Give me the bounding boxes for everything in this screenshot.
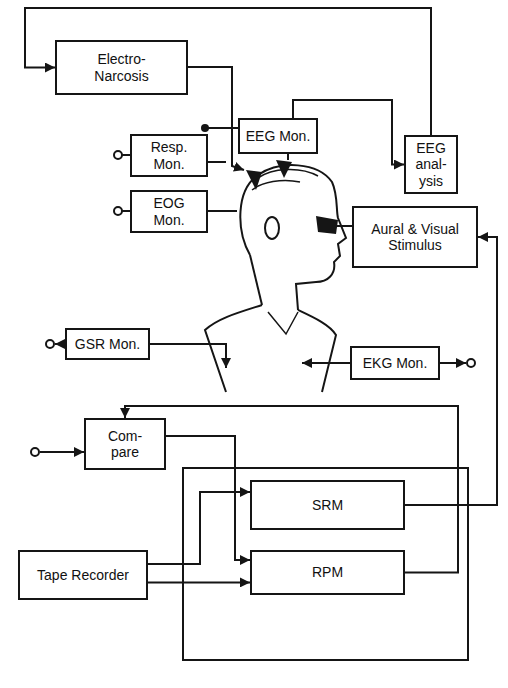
electrode [246, 170, 262, 190]
signal-connector [125, 406, 458, 573]
collar-line [268, 312, 298, 334]
node-label: EEG anal- ysis [411, 140, 451, 188]
node-label: EEG Mon. [246, 128, 311, 144]
resp-lead [208, 161, 226, 163]
terminal-wire [55, 343, 65, 345]
wiring-frame [183, 468, 468, 660]
eeg-lead [205, 127, 238, 129]
signal-connector [148, 492, 250, 564]
recorder-box: Tape Recorder [18, 550, 148, 600]
node-label: Electro- Narcosis [86, 51, 158, 83]
neck-line [250, 255, 262, 305]
goggle-wire [337, 225, 352, 227]
monitor-box: EOG Mon. [130, 190, 208, 233]
monitor-box: GSR Mon. [65, 328, 150, 360]
node-label: Com- pare [103, 428, 147, 460]
terminal [114, 207, 122, 215]
terminal-wire [122, 210, 130, 212]
compare-box: Com- pare [84, 418, 166, 470]
goggle [316, 216, 338, 234]
ear [265, 217, 279, 239]
head-outline [240, 165, 346, 310]
terminal-wire [440, 362, 466, 364]
node-label: EKG Mon. [363, 355, 428, 371]
shoulder-line [298, 310, 336, 392]
signal-connector [166, 436, 250, 560]
stimulus-box: Aural & Visual Stimulus [352, 206, 478, 268]
ekg-lead [302, 362, 350, 364]
node-label: EOG Mon. [145, 195, 193, 227]
process-box: RPM [250, 550, 405, 595]
analysis-box: EEG anal- ysis [404, 135, 458, 194]
monitor-box: EKG Mon. [350, 346, 440, 380]
electrode [276, 160, 292, 178]
terminal [467, 359, 475, 367]
terminal-wire [122, 154, 130, 156]
eog-lead [208, 210, 237, 212]
terminal [114, 151, 122, 159]
node-label: Aural & Visual Stimulus [361, 221, 469, 253]
process-box: Electro- Narcosis [55, 40, 188, 95]
node-label: SRM [312, 497, 343, 513]
terminal [31, 448, 39, 456]
terminal-wire [40, 451, 84, 453]
terminal [46, 340, 54, 348]
gsr-lead [150, 344, 226, 368]
signal-connector [25, 8, 431, 135]
monitor-box: Resp. Mon. [130, 134, 208, 177]
eeg-lead [287, 154, 289, 160]
node-label: Tape Recorder [37, 567, 129, 583]
monitor-box: EEG Mon. [238, 118, 318, 154]
process-box: SRM [250, 480, 405, 530]
node-label: Resp. Mon. [145, 139, 193, 171]
node-label: GSR Mon. [75, 336, 140, 352]
signal-connector [148, 581, 250, 583]
shoulder-line [205, 305, 262, 392]
node-label: RPM [312, 564, 343, 580]
